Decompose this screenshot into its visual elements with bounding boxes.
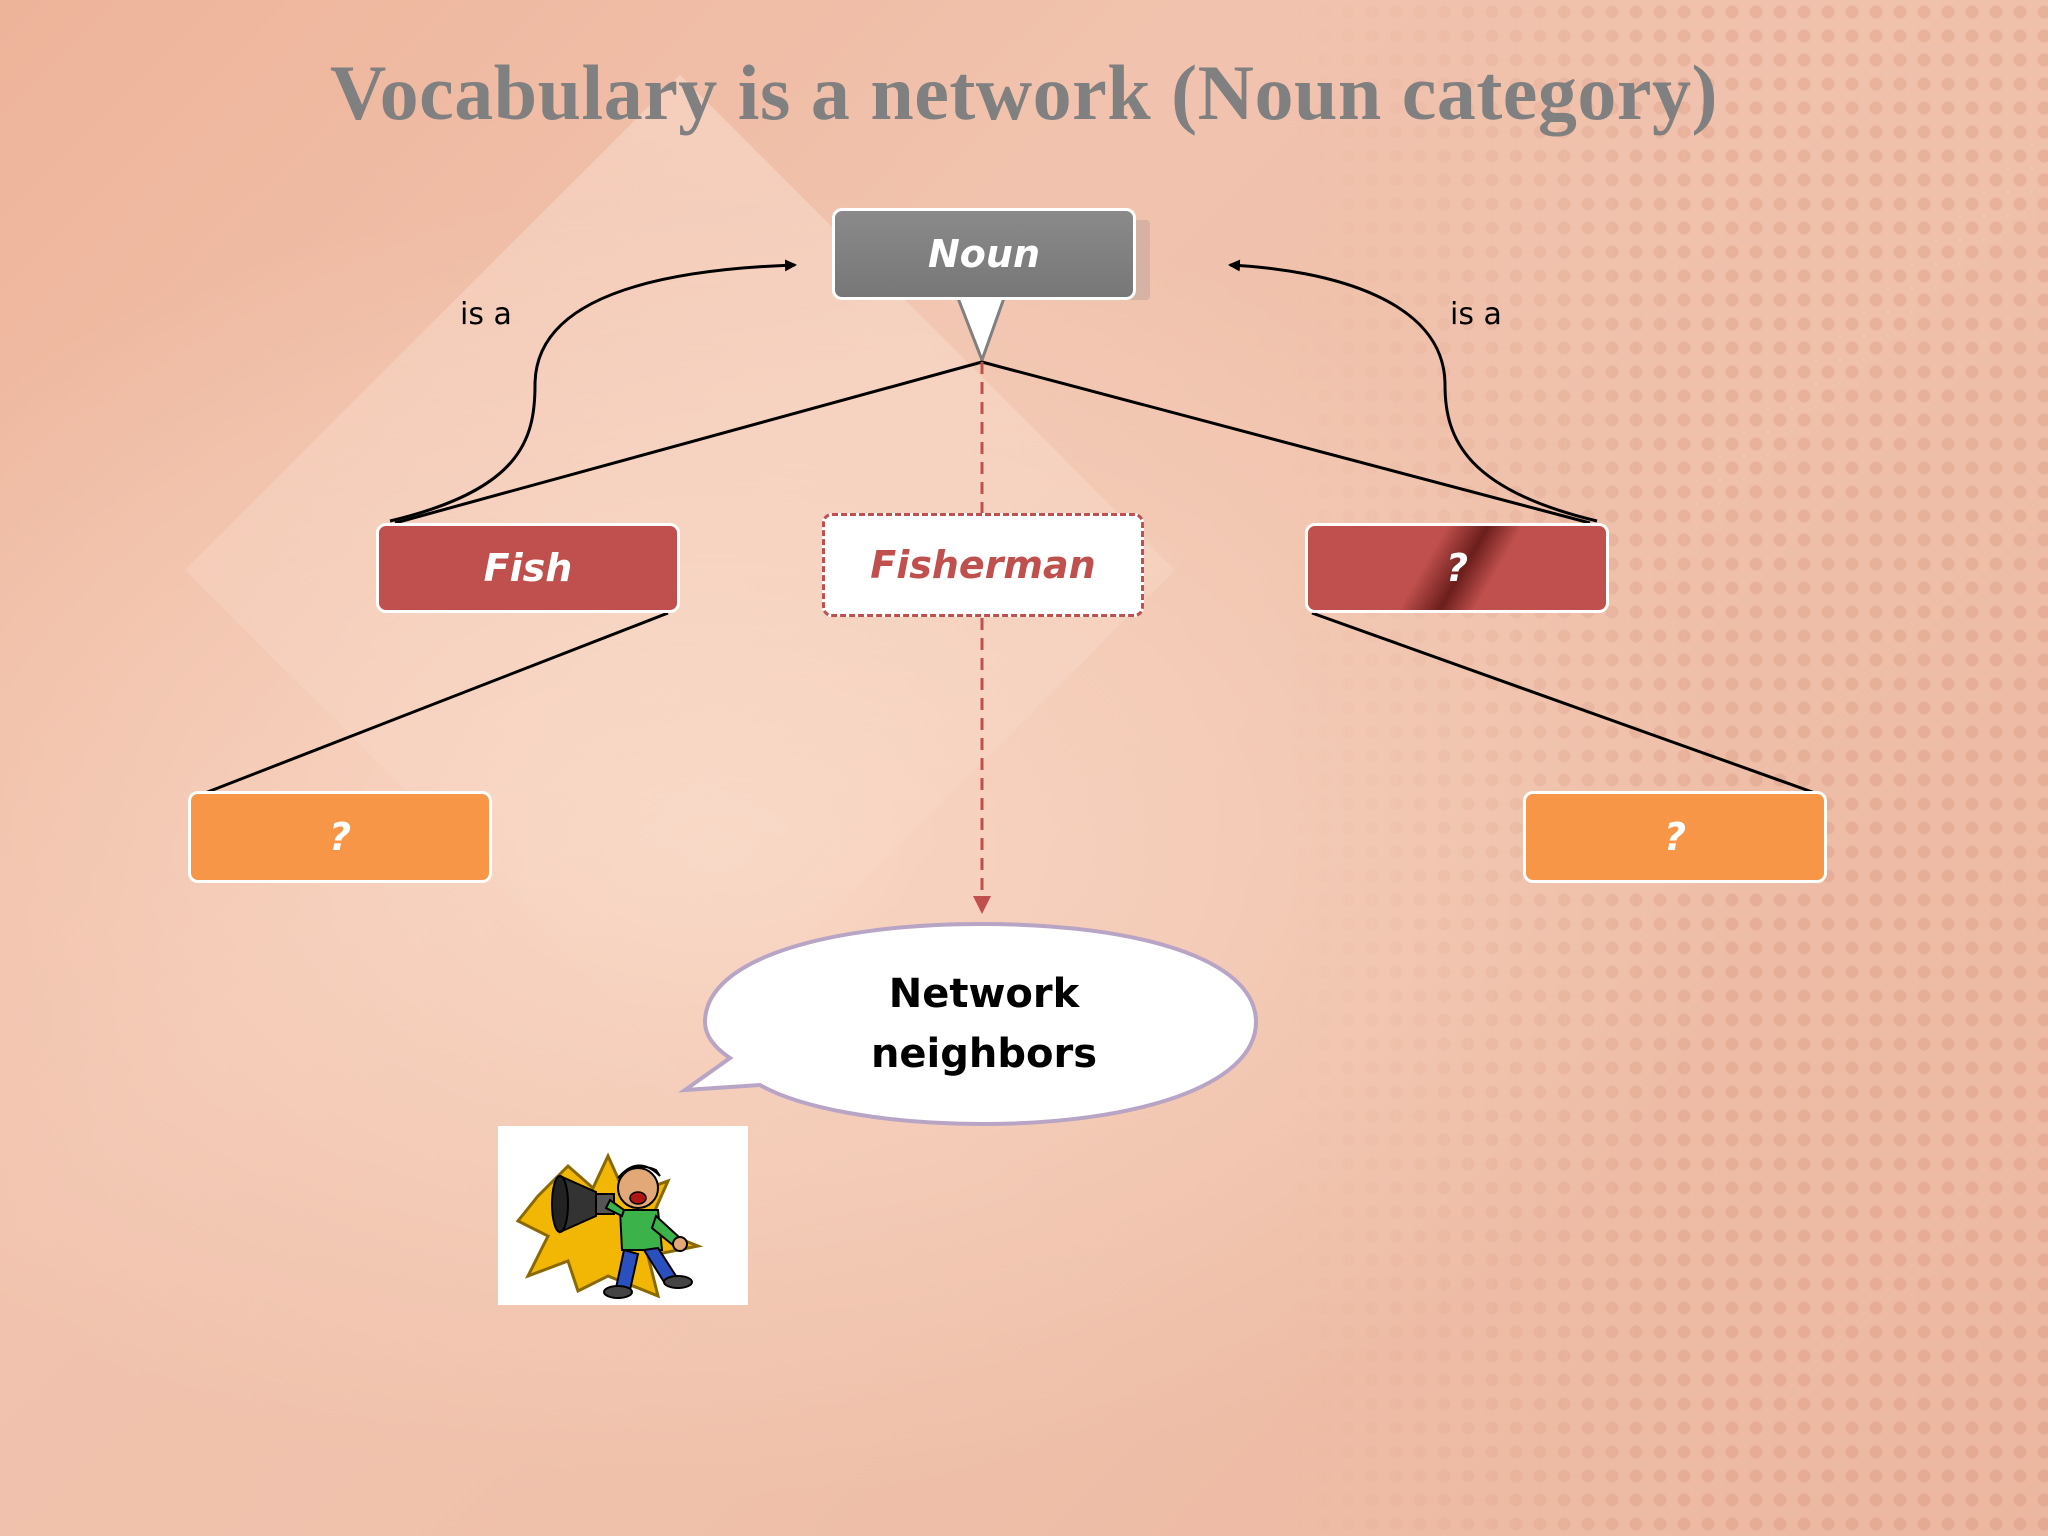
edge-noun-right [981, 360, 1591, 525]
node-unknown-left-grandchild: ? [188, 791, 492, 883]
callout-line-1: Network [888, 971, 1080, 1017]
node-unknown-right: ? [1305, 523, 1609, 613]
slide-title: Vocabulary is a network (Noun category) [329, 49, 1719, 136]
edge-noun-fish [394, 360, 983, 525]
megaphone-person-icon [498, 1126, 748, 1305]
label-is-a-right: is a [1450, 297, 1502, 332]
node-fish: Fish [376, 523, 680, 613]
is-a-arrow-right [1228, 259, 1598, 523]
callout-line-2: neighbors [870, 1031, 1098, 1077]
edge-right-right-q [1311, 611, 1816, 795]
label-is-a-left: is a [460, 297, 512, 332]
speech-bubble [678, 921, 1259, 1127]
is-a-arrow-left [389, 259, 797, 523]
edge-fish-left-q [204, 611, 669, 795]
node-noun: Noun [832, 208, 1136, 300]
node-fisherman: Fisherman [822, 513, 1144, 617]
background-dot-grid [1288, 0, 2048, 1536]
node-unknown-right-grandchild: ? [1523, 791, 1827, 883]
noun-pointer [955, 296, 1007, 365]
callout-text: Network neighbors [832, 964, 1136, 1084]
